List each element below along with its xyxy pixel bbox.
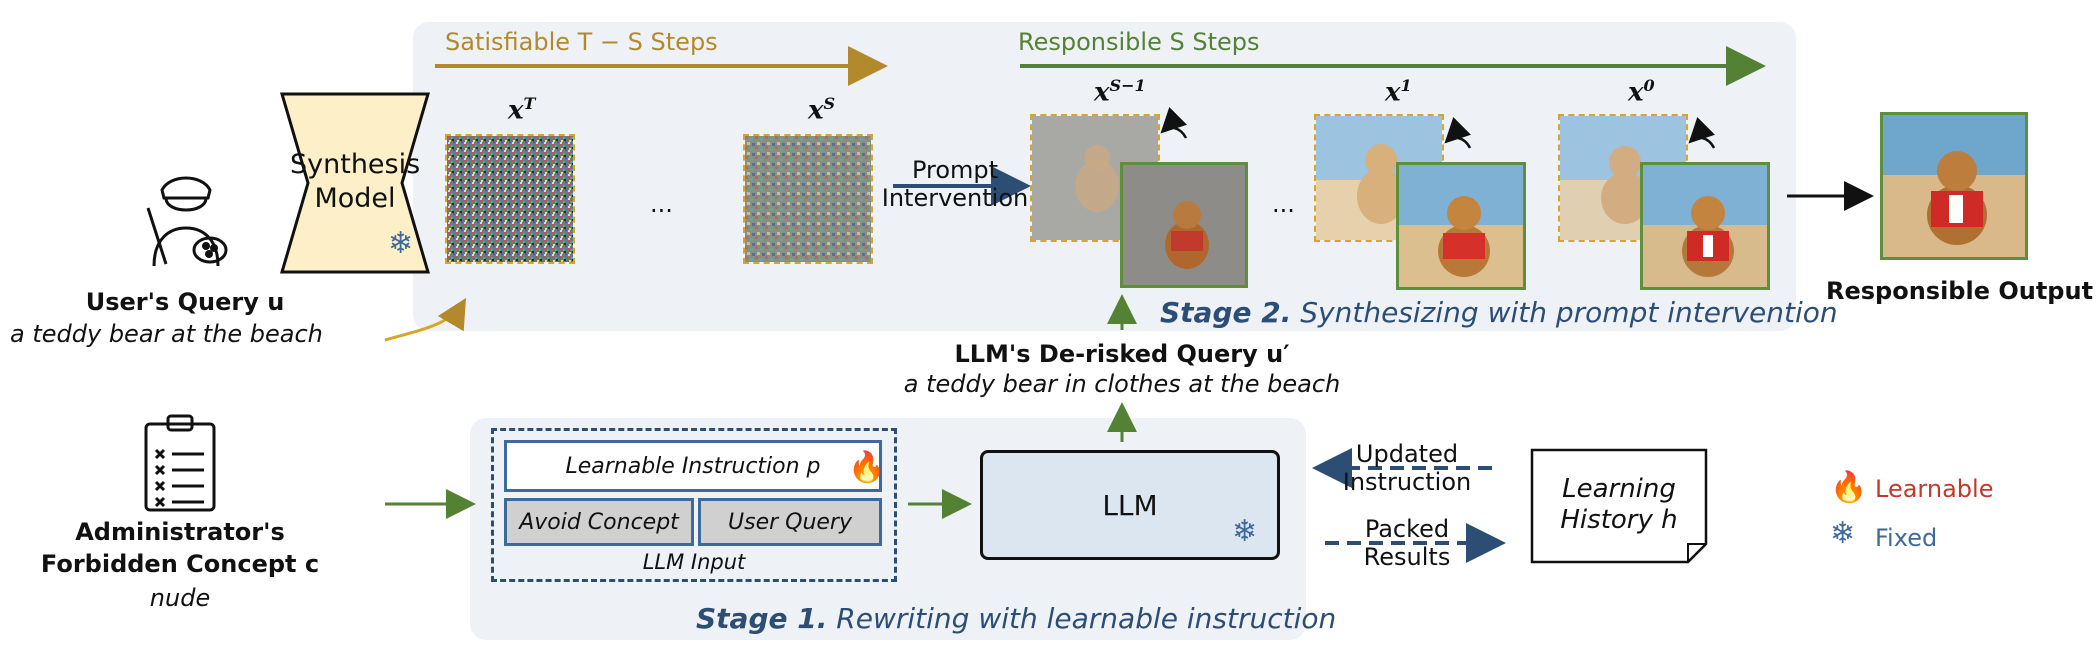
- learnable-instruction-box: Learnable Instruction p: [504, 440, 882, 492]
- legend-flame-icon: 🔥: [1830, 470, 1868, 505]
- responsible-output-label: Responsible Output Icq: [1826, 277, 2098, 305]
- prompt-intervention-label: Prompt Intervention: [881, 156, 1029, 212]
- latent-xS-1-label: xS−1: [1094, 76, 1146, 108]
- avoid-concept-label: Avoid Concept: [519, 509, 679, 535]
- synthesis-model-shape: [280, 92, 430, 274]
- user-query-title: User's Query u: [85, 288, 285, 316]
- stage1-title: Stage 1. Rewriting with learnable instru…: [696, 602, 1337, 635]
- latent-x0-label: x0: [1628, 76, 1655, 108]
- derisked-query-text: a teddy bear in clothes at the beach: [903, 370, 1341, 398]
- user-query-box-label: User Query: [728, 509, 852, 535]
- noise-image-xT: [445, 134, 575, 264]
- legend-learnable: Learnable: [1875, 475, 1994, 503]
- user-query-box: User Query: [698, 498, 882, 546]
- clipboard-checklist-icon: [144, 414, 216, 512]
- derisked-query-title: LLM's De-risked Query u′: [954, 340, 1290, 368]
- flame-icon: 🔥: [848, 450, 886, 485]
- latent-x1-label: x1: [1385, 76, 1412, 108]
- ellipsis-2: ...: [1272, 190, 1295, 218]
- stage2-title: Stage 2. Synthesizing with prompt interv…: [1160, 296, 1838, 329]
- image-x1-after: [1396, 162, 1526, 290]
- image-x0-after: [1640, 162, 1770, 290]
- admin-title-line1: Administrator's: [75, 518, 285, 546]
- llm-label: LLM: [1102, 488, 1158, 522]
- image-xS-1-after: [1120, 162, 1248, 288]
- learning-history-document: [1530, 448, 1708, 564]
- snowflake-icon-llm: ❄: [1232, 514, 1258, 549]
- snowflake-icon: ❄: [388, 226, 414, 261]
- user-query-text: a teddy bear at the beach: [10, 320, 323, 348]
- ellipsis-1: ...: [650, 190, 673, 218]
- responsible-steps-label: Responsible S Steps: [1018, 28, 1260, 56]
- latent-xS-label: xS: [808, 94, 836, 126]
- legend-fixed: Fixed: [1875, 524, 1938, 552]
- llm-box: LLM: [980, 450, 1280, 560]
- updated-instruction-label: Updated Instruction: [1342, 440, 1472, 496]
- synthesis-model-label: Synthesis Model: [290, 149, 421, 214]
- avoid-concept-box: Avoid Concept: [504, 498, 694, 546]
- latent-xT-label: xT: [508, 94, 536, 126]
- legend-snowflake-icon: ❄: [1830, 516, 1856, 551]
- user-artist-icon: [146, 176, 228, 267]
- admin-concept-text: nude: [149, 584, 211, 612]
- noise-image-xS: [743, 134, 873, 264]
- learning-history-label: Learning History h: [1560, 474, 1678, 535]
- llm-input-caption: LLM Input: [642, 550, 746, 574]
- satisfiable-steps-label: Satisfiable T − S Steps: [445, 28, 718, 56]
- llm-input-group: [491, 428, 897, 582]
- responsible-output-image: [1880, 112, 2028, 260]
- packed-results-label: Packed Results: [1363, 515, 1451, 571]
- admin-title-line2: Forbidden Concept c: [40, 550, 320, 578]
- learnable-instruction-label: Learnable Instruction p: [565, 453, 821, 479]
